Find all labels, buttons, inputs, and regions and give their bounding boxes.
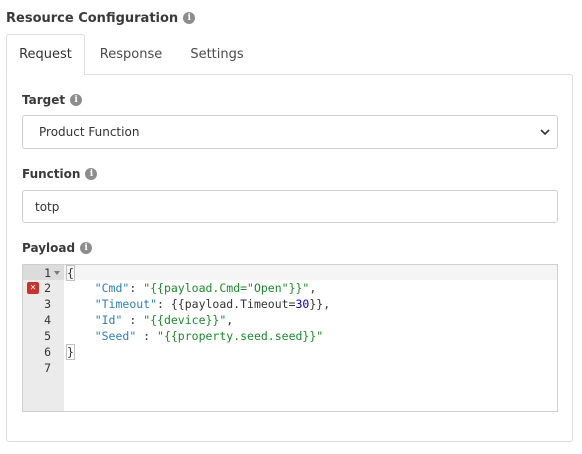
target-label: Target i	[22, 91, 83, 109]
line-number: 7	[44, 361, 51, 375]
indent	[67, 313, 95, 327]
json-key: "Cmd"	[94, 281, 130, 295]
error-icon[interactable]: ✕	[27, 282, 39, 294]
function-label-text: Function	[22, 167, 81, 181]
tab-settings[interactable]: Settings	[190, 46, 244, 62]
line-end: ,	[309, 281, 317, 295]
indent	[67, 329, 95, 343]
gutter-line-4: 4	[23, 312, 64, 328]
line-number: 1	[44, 266, 51, 280]
close-brace: }	[66, 344, 75, 360]
line-number: 3	[44, 297, 51, 311]
function-input[interactable]: totp	[22, 190, 558, 223]
code-line-3: "Timeout": {{payload.Timeout=30}},	[67, 296, 330, 312]
gutter-line-5: 5	[23, 328, 64, 344]
json-string: "{{payload.Cmd="Open"}}"	[143, 281, 310, 295]
separator: :	[136, 329, 158, 343]
code-line-5: "Seed" : "{{property.seed.seed}}"	[67, 328, 324, 344]
indent	[67, 281, 95, 295]
chevron-down-icon	[540, 129, 550, 136]
section-title: Resource Configuration i	[6, 9, 196, 27]
json-string: "{{device}}"	[143, 313, 227, 327]
function-info-icon[interactable]: i	[85, 168, 98, 180]
line-number: 2	[44, 281, 51, 295]
active-line-highlight	[64, 265, 557, 280]
open-brace: {	[66, 265, 75, 281]
gutter-line-2: ✕ 2	[23, 280, 64, 296]
payload-label-text: Payload	[22, 241, 76, 255]
line-end: ,	[226, 313, 234, 327]
target-select[interactable]: Product Function	[22, 115, 558, 149]
json-number: 30	[295, 297, 310, 311]
indent	[67, 297, 95, 311]
json-key: "Seed"	[94, 329, 137, 343]
payload-code-editor[interactable]: 1 ✕ 2 3 4 5 6 7 { "Cmd": "{{payload.Cmd=…	[22, 264, 558, 412]
template-text-end: }},	[309, 297, 331, 311]
line-number: 4	[44, 313, 51, 327]
separator: :	[157, 297, 171, 311]
gutter-line-7: 7	[23, 360, 64, 376]
tab-response[interactable]: Response	[99, 46, 163, 62]
json-string: "{{property.seed.seed}}"	[157, 329, 324, 343]
template-text: {{payload.Timeout=	[170, 297, 296, 311]
line-number: 6	[44, 345, 51, 359]
payload-label: Payload i	[22, 239, 93, 257]
info-icon[interactable]: i	[183, 12, 196, 24]
target-info-icon[interactable]: i	[70, 94, 83, 106]
separator: :	[122, 313, 144, 327]
section-title-text: Resource Configuration	[6, 10, 179, 26]
separator: :	[129, 281, 144, 295]
payload-info-icon[interactable]: i	[80, 242, 93, 254]
gutter-line-3: 3	[23, 296, 64, 312]
code-line-2: "Cmd": "{{payload.Cmd="Open"}}",	[67, 280, 317, 296]
json-key: "Id"	[94, 313, 123, 327]
gutter-line-6: 6	[23, 344, 64, 360]
function-label: Function i	[22, 165, 98, 183]
fold-arrow-icon[interactable]	[54, 271, 60, 275]
gutter-line-1: 1	[23, 265, 64, 281]
code-line-4: "Id" : "{{device}}",	[67, 312, 234, 328]
code-line-6: }	[66, 344, 75, 360]
target-label-text: Target	[22, 93, 66, 107]
code-line-1: {	[66, 265, 75, 281]
gutter-active-line	[23, 265, 64, 280]
target-selected-value: Product Function	[39, 125, 140, 139]
line-number: 5	[44, 329, 51, 343]
tab-request[interactable]: Request	[6, 34, 85, 75]
function-input-value: totp	[35, 199, 60, 214]
tab-bar: Request Response Settings	[6, 34, 257, 75]
json-key: "Timeout"	[94, 297, 158, 311]
